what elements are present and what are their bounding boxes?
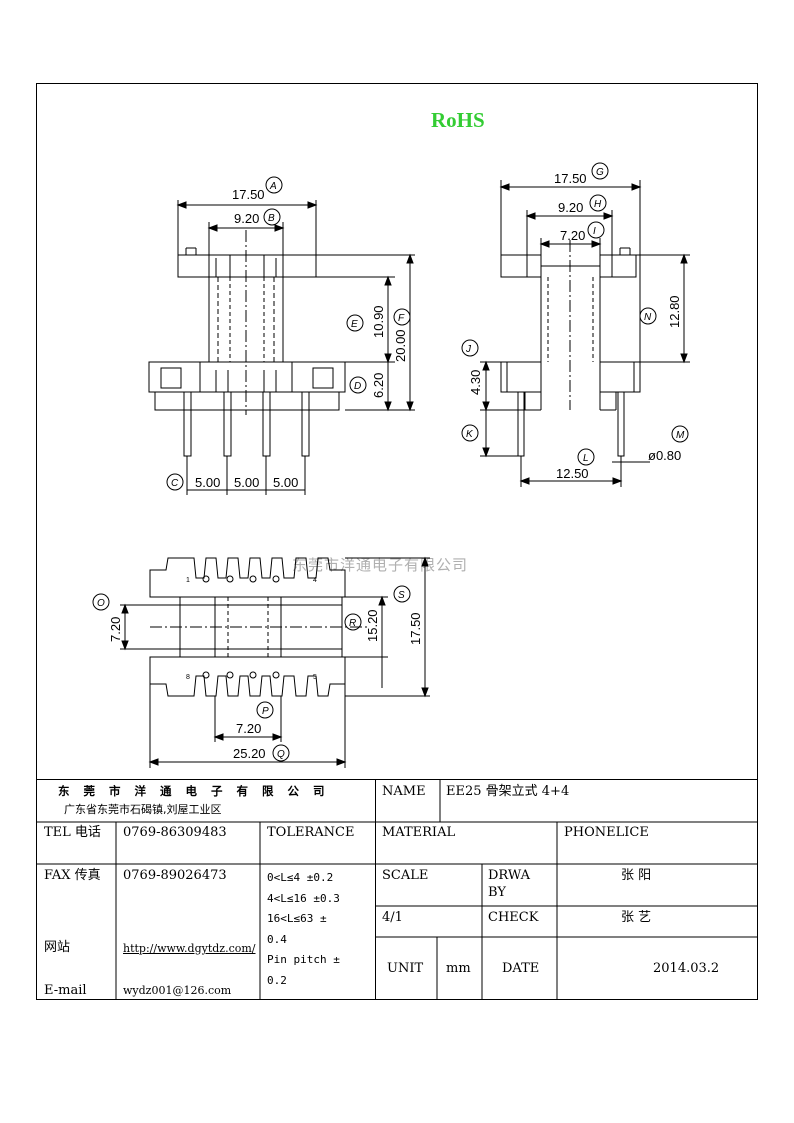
pitch-3: 5.00 (273, 475, 298, 490)
name-value: EE25 骨架立式 4+4 (446, 784, 570, 799)
dim-i: 7.20 (560, 228, 585, 243)
check-label: CHECK (488, 910, 539, 925)
dim-p: 7.20 (236, 721, 261, 736)
pin-5-label: 5 (313, 674, 317, 681)
unit-value: mm (446, 961, 471, 976)
tag-e: E (351, 319, 358, 330)
fax-value: 0769-89026473 (123, 868, 227, 883)
dim-o: 7.20 (108, 617, 123, 642)
tag-f: F (398, 313, 405, 324)
tag-k: K (466, 429, 474, 440)
tag-h: H (594, 199, 602, 210)
date-label: DATE (502, 961, 540, 976)
tel-value: 0769-86309483 (123, 825, 227, 840)
web-label: 网站 (44, 940, 71, 955)
title-block: 东 莞 市 洋 通 电 子 有 限 公 司 广东省东莞市石碣镇,刘屋工业区 NA… (36, 779, 758, 1000)
drawing-frame (36, 83, 758, 1000)
tag-b: B (268, 213, 275, 224)
tag-p: P (262, 706, 269, 717)
dim-m: ø0.80 (648, 448, 681, 463)
dim-d: 6.20 (371, 373, 386, 398)
dim-b: 9.20 (234, 211, 259, 226)
dim-j: 4.30 (468, 370, 483, 395)
tag-j: J (465, 344, 472, 355)
tol-line-1: 0<L≤4 ±0.2 (267, 871, 334, 884)
dim-s: 17.50 (408, 612, 423, 645)
scale-label: SCALE (382, 868, 429, 883)
dim-l: 12.50 (556, 466, 589, 481)
tolerance-values: 0<L≤4 ±0.2 4<L≤16 ±0.3 16<L≤63 ± 0.4 Pin… (267, 868, 340, 991)
tag-g: G (596, 167, 604, 178)
pin-4-label: 4 (313, 577, 317, 584)
dim-a: 17.50 (232, 187, 265, 202)
drawn-by-value: 张 阳 (621, 868, 652, 883)
tag-l: L (583, 453, 589, 464)
web-link[interactable]: http://www.dgytdz.com/ (123, 942, 256, 955)
tag-i: I (593, 226, 596, 237)
tag-n: N (644, 312, 652, 323)
email-value: wydz001@126.com (123, 984, 232, 997)
name-label: NAME (382, 784, 426, 799)
unit-label: UNIT (387, 961, 424, 976)
top-view: 1 4 8 5 7.20 O 15.20 R 17.50 S 7.20 (92, 556, 430, 768)
title-block-grid (36, 779, 758, 1000)
tag-d: D (354, 381, 361, 392)
material-label: MATERIAL (382, 825, 456, 840)
tag-s: S (398, 590, 405, 601)
company-name: 东 莞 市 洋 通 电 子 有 限 公 司 (58, 784, 330, 798)
dim-e: 10.90 (371, 305, 386, 338)
tag-c: C (171, 478, 179, 489)
fax-label: FAX 传真 (44, 868, 101, 883)
dim-q: 25.20 (233, 746, 266, 761)
dim-f: 20.00 (393, 329, 408, 362)
front-view: 17.50 A 9.20 B 10.90 E 20.00 F 6.20 D 5.… (148, 176, 415, 495)
pin-8-label: 8 (186, 674, 190, 681)
tol-line-2: 4<L≤16 ±0.3 (267, 891, 340, 905)
dim-g: 17.50 (554, 171, 587, 186)
tolerance-label: TOLERANCE (267, 825, 355, 840)
tol-line-3: 16<L≤63 ± (267, 912, 327, 925)
tol-line-4: 0.4 (267, 932, 287, 946)
technical-drawing: 东莞市洋通电子有限公司 17.50 A (92, 162, 690, 768)
tol-line-5: Pin pitch ± (267, 953, 340, 966)
pitch-1: 5.00 (195, 475, 220, 490)
dim-n: 12.80 (667, 295, 682, 328)
material-value: PHONELICE (564, 825, 649, 840)
tag-o: O (97, 598, 105, 609)
date-value: 2014.03.2 (653, 961, 720, 976)
tag-a: A (269, 181, 277, 192)
dim-r: 15.20 (365, 609, 380, 642)
email-label: E-mail (44, 983, 87, 998)
check-value: 张 艺 (621, 910, 652, 925)
dim-h: 9.20 (558, 200, 583, 215)
tel-label: TEL 电话 (44, 825, 101, 840)
tag-q: Q (277, 749, 285, 760)
tag-r: R (349, 618, 356, 629)
side-view: 17.50 G 9.20 H 7.20 I 12.80 N 4.30 J K (461, 162, 690, 487)
tol-line-6: 0.2 (267, 973, 287, 987)
drawn-by-label: DRWA BY (488, 868, 531, 900)
pitch-2: 5.00 (234, 475, 259, 490)
tag-m: M (676, 430, 685, 441)
company-address: 广东省东莞市石碣镇,刘屋工业区 (64, 803, 222, 816)
rohs-mark: RoHS (431, 108, 485, 132)
pin-1-label: 1 (186, 577, 190, 584)
scale-value: 4/1 (382, 910, 403, 925)
